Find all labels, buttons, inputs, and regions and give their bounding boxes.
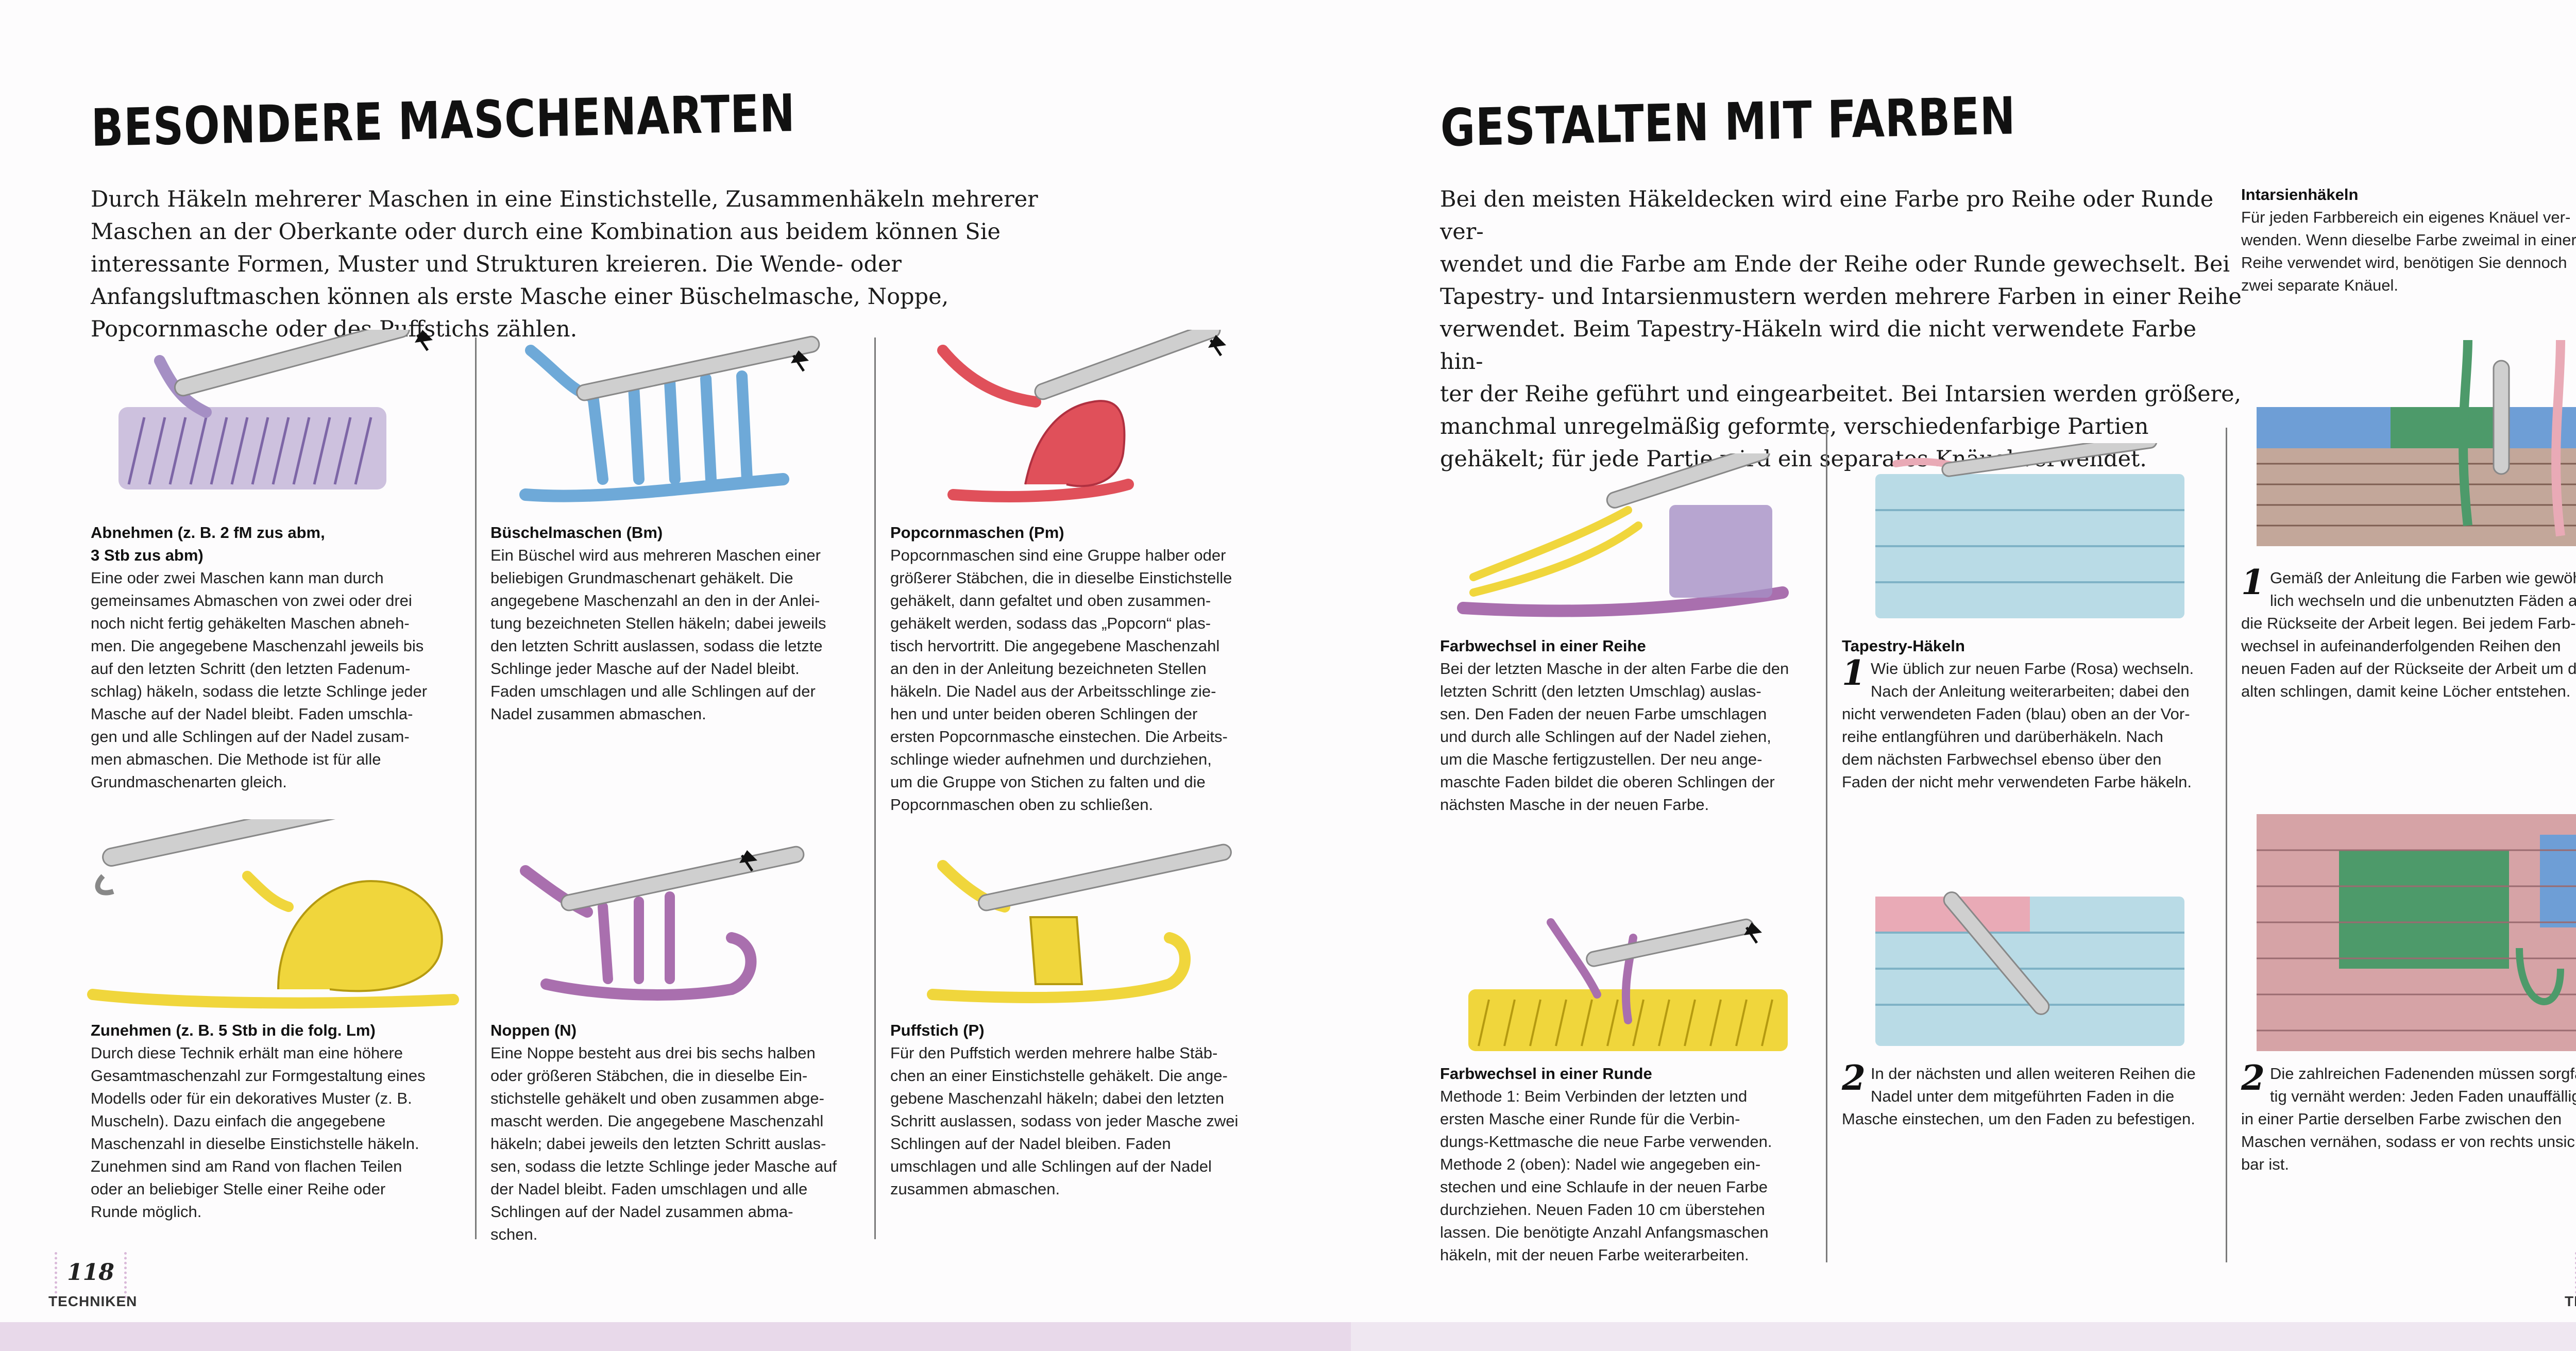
page-number-box-right: 119	[2575, 1252, 2576, 1298]
page-number-left: 118	[67, 1259, 114, 1286]
intro-right: Bei den meisten Häkeldecken wird eine Fa…	[1440, 187, 2242, 472]
intarsia-body: Für jeden Farbbereich ein eigenes Knäuel…	[2241, 208, 2576, 294]
caption-decrease-body: Eine oder zwei Maschen kann man durch ge…	[91, 569, 428, 791]
caption-bobble-body: Eine Noppe besteht aus drei bis sechs ha…	[490, 1044, 837, 1243]
caption-round-colorchange-title: Farbwechsel in einer Runde	[1440, 1065, 1652, 1083]
intarsia-title: Intarsienhäkeln	[2241, 185, 2359, 204]
intro-left: Durch Häkeln mehrerer Maschen in eine Ei…	[91, 187, 1038, 342]
page-section-label-left: TECHNIKEN	[48, 1293, 138, 1309]
caption-row-colorchange-body: Bei der letzten Masche in der alten Farb…	[1440, 660, 1789, 814]
caption-increase-body: Durch diese Technik erhält man eine höhe…	[91, 1044, 426, 1221]
step-number: 1	[1842, 653, 1866, 693]
bobble-illustration	[520, 846, 805, 1001]
caption-puff: Puffstich (P) Für den Puffstich werden m…	[890, 1019, 1261, 1201]
decrease-illustration	[118, 330, 433, 489]
caption-popcorn: Popcornmaschen (Pm) Popcornmaschen sind …	[890, 521, 1261, 816]
caption-cluster-title: Büschelmaschen (Bm)	[490, 523, 663, 542]
caption-popcorn-body: Popcornmaschen sind eine Gruppe halber o…	[890, 546, 1232, 814]
caption-cluster: Büschelmaschen (Bm) Ein Büschel wird aus…	[490, 521, 861, 725]
step-number: 2	[2241, 1058, 2265, 1098]
caption-puff-title: Puffstich (P)	[890, 1021, 985, 1039]
column-divider	[874, 337, 876, 1239]
tapestry-step2-text: In der nächsten und allen weiteren Reihe…	[1842, 1065, 2196, 1128]
tapestry-step2-illustration	[1875, 891, 2184, 1046]
caption-row-colorchange-title: Farbwechsel in einer Reihe	[1440, 637, 1646, 655]
caption-puff-body: Für den Puffstich werden mehrere halbe S…	[890, 1044, 1239, 1198]
row-colorchange-illustration	[1457, 453, 1789, 617]
popcorn-illustration	[937, 330, 1226, 502]
caption-increase: Zunehmen (z. B. 5 Stb in die folg. Lm) D…	[91, 1019, 462, 1223]
round-colorchange-illustration	[1468, 918, 1788, 1051]
page-title-right: Gestalten mit Farben	[1440, 86, 2016, 158]
step-number: 2	[1842, 1058, 1866, 1098]
column-divider	[2226, 428, 2227, 1262]
caption-tapestry-title: Tapestry-Häkeln	[1842, 637, 1965, 655]
intarsia-intro: Intarsienhäkeln Für jeden Farbbereich ei…	[2241, 183, 2576, 297]
tapestry-step1-illustration	[1875, 443, 2184, 618]
page-section-label-right: TECHNIKEN	[2565, 1293, 2576, 1309]
caption-cluster-body: Ein Büschel wird aus mehreren Maschen ei…	[490, 546, 826, 723]
caption-bobble: Noppen (N) Eine Noppe besteht aus drei b…	[490, 1019, 861, 1246]
intarsia-step2-text: Die zahlreichen Fadenenden müssen sorgfä…	[2241, 1065, 2576, 1173]
column-divider	[1826, 428, 1827, 1262]
puff-stitch-illustration	[927, 843, 1232, 1003]
caption-bobble-title: Noppen (N)	[490, 1021, 577, 1039]
caption-decrease: Abnehmen (z. B. 2 fM zus abm, 3 Stb zus …	[91, 521, 462, 793]
caption-popcorn-title: Popcornmaschen (Pm)	[890, 523, 1064, 542]
page-title-left: Besondere Maschenarten	[91, 82, 796, 158]
tapestry-step1-text: Wie üblich zur neuen Farbe (Rosa) wechse…	[1842, 660, 2194, 791]
page-number-box-left: 118	[55, 1252, 127, 1298]
caption-row-colorchange: Farbwechsel in einer Reihe Bei der letzt…	[1440, 635, 1816, 816]
footer-band-left	[0, 1322, 1351, 1351]
cluster-illustration	[519, 335, 820, 502]
column-divider	[475, 337, 477, 1239]
footer-band-right	[1351, 1322, 2576, 1351]
caption-round-colorchange: Farbwechsel in einer Runde Methode 1: Be…	[1440, 1062, 1816, 1266]
intarsia-step1-text: Gemäß der Anleitung die Farben wie gewöh…	[2241, 569, 2576, 700]
caption-decrease-title: Abnehmen (z. B. 2 fM zus abm, 3 Stb zus …	[91, 523, 325, 564]
intarsia-step1-illustration	[2257, 340, 2576, 546]
step-number: 1	[2241, 562, 2265, 602]
intarsia-step2-illustration	[2257, 814, 2576, 1051]
increase-illustration	[87, 819, 459, 1009]
caption-round-colorchange-body: Methode 1: Beim Verbinden der letzten un…	[1440, 1087, 1772, 1264]
caption-increase-title: Zunehmen (z. B. 5 Stb in die folg. Lm)	[91, 1021, 376, 1039]
